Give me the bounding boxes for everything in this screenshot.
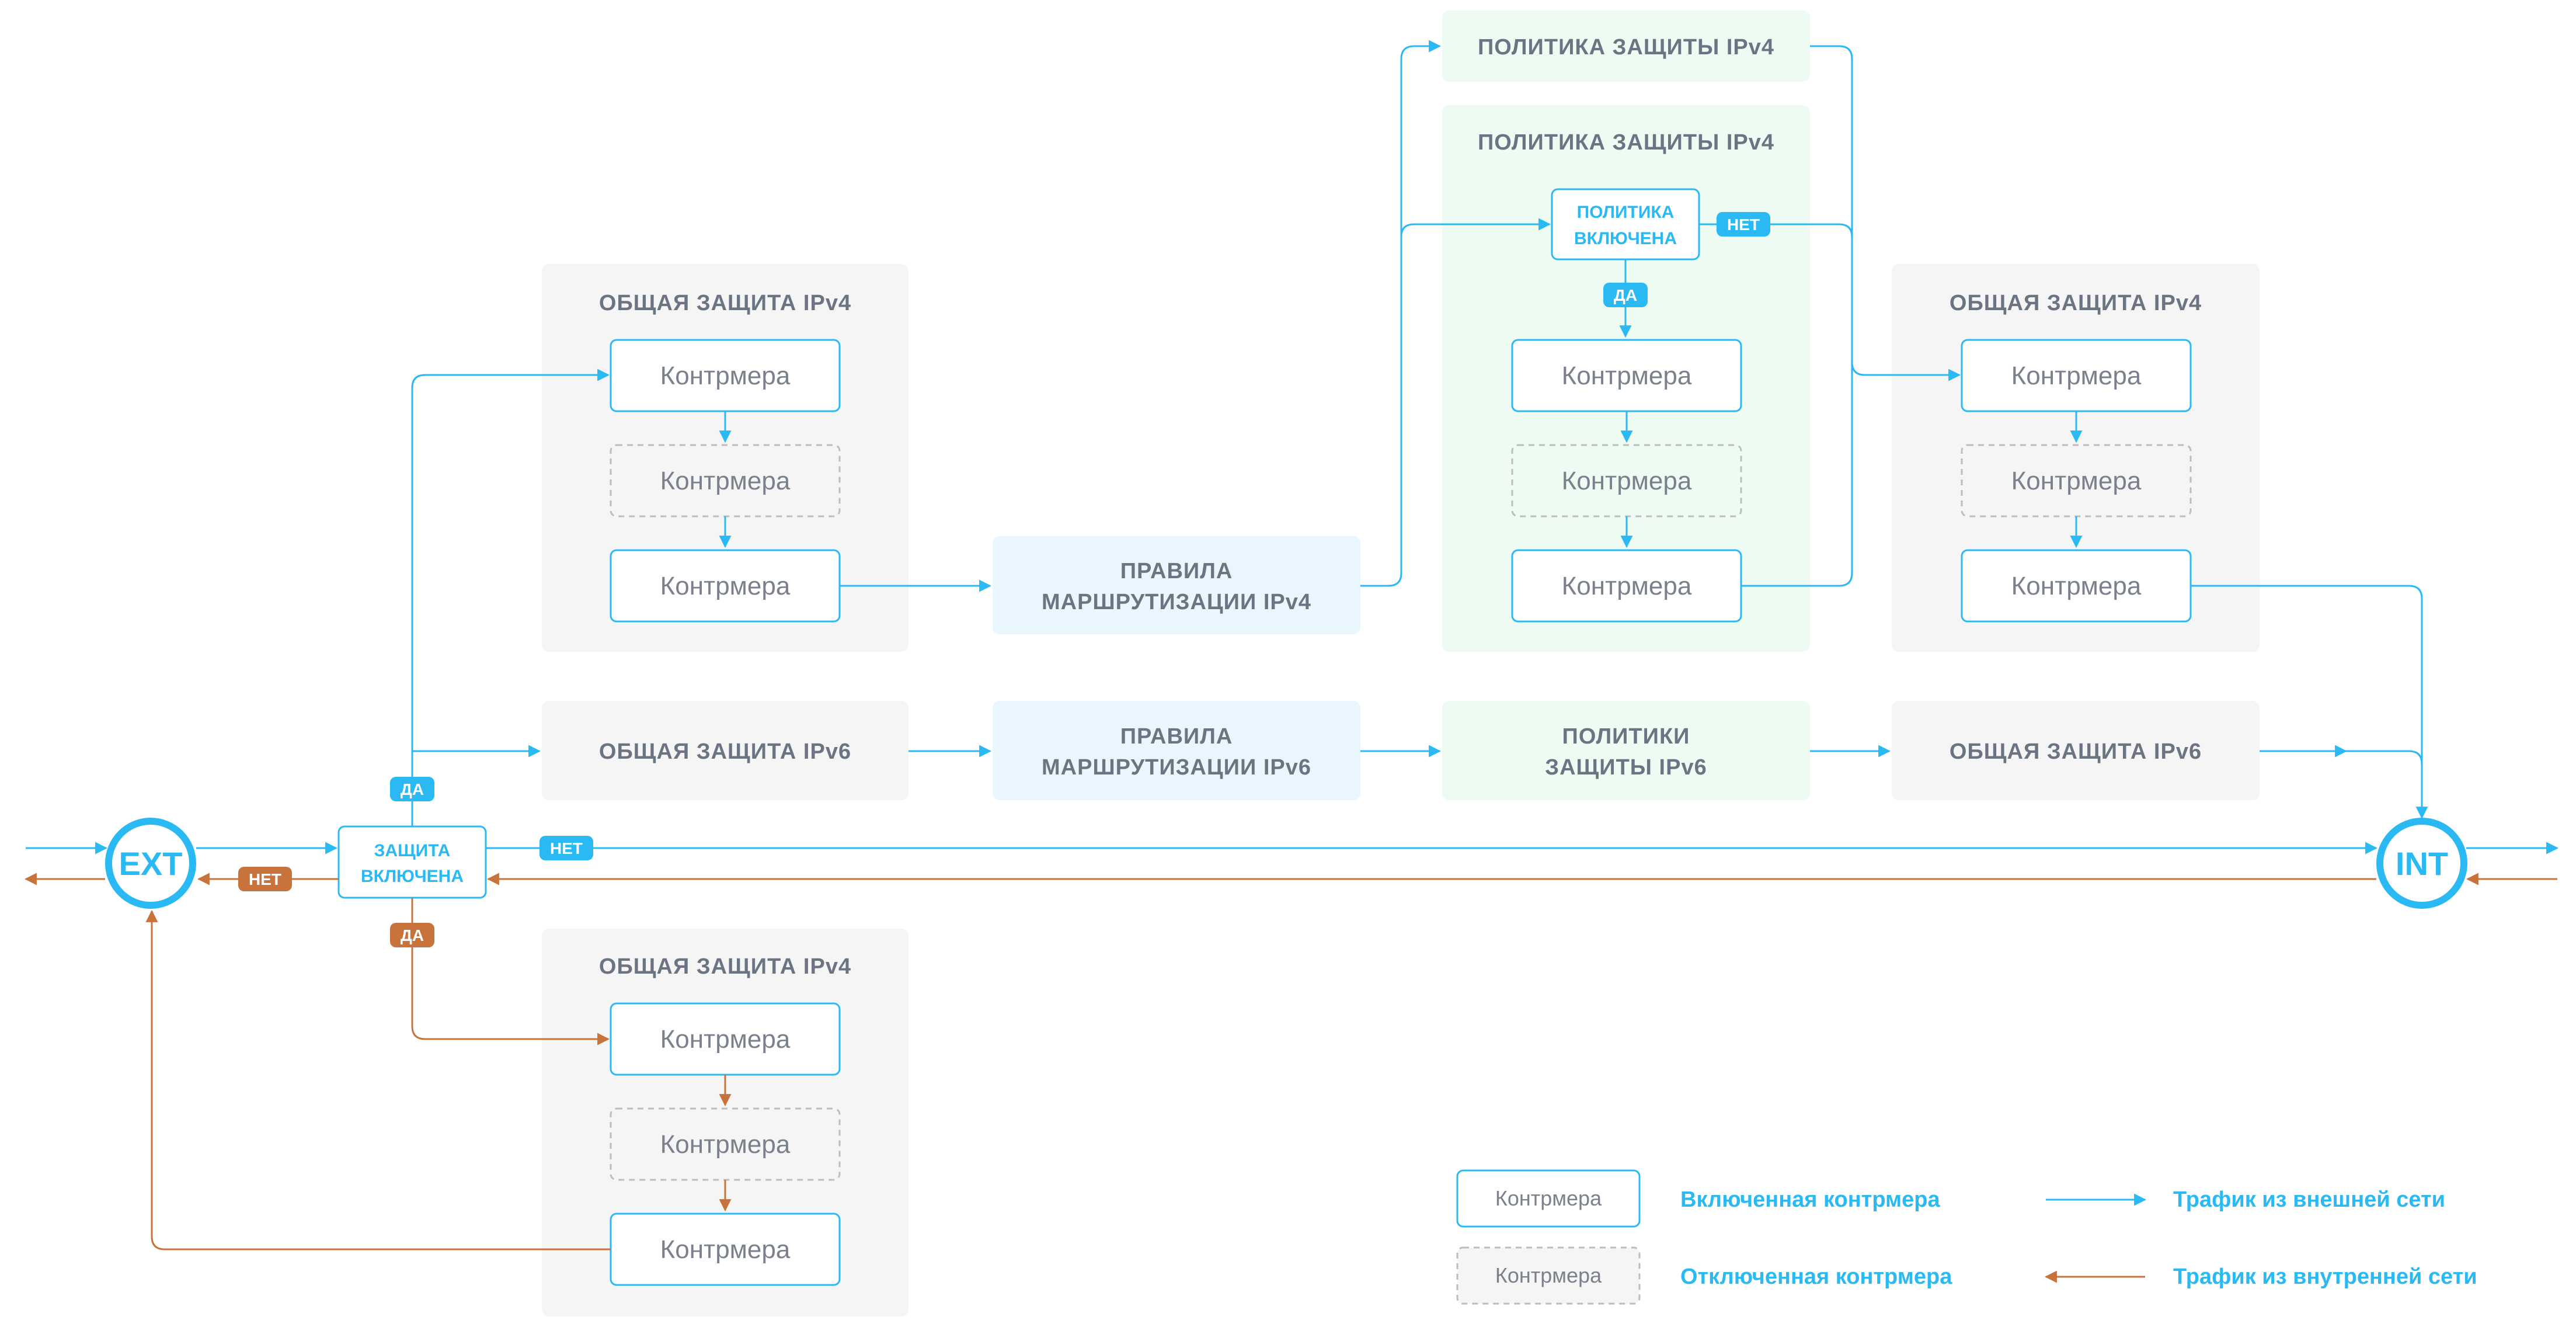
countermeasure-label: Контрмера <box>1562 467 1692 495</box>
legend-external-label: Трафик из внешней сети <box>2173 1187 2445 1212</box>
flow-merge-to-right <box>1851 362 1961 381</box>
legend-enabled-swatch-text: Контрмера <box>1495 1186 1602 1210</box>
int-node[interactable] <box>2376 818 2467 909</box>
flow-bottom-to-ext-orange <box>145 909 611 1250</box>
protection-enabled-line1: ЗАЩИТА <box>374 841 451 860</box>
title-routing-ipv6-line1: ПРАВИЛА <box>1120 724 1233 749</box>
countermeasure-label: Контрмера <box>1562 362 1692 390</box>
title-general-ipv4-top-left: ОБЩАЯ ЗАЩИТА IPv4 <box>599 291 851 315</box>
policy-enabled-line2: ВКЛЮЧЕНА <box>1574 229 1677 248</box>
legend-disabled-swatch-text: Контрмера <box>1495 1263 1602 1287</box>
title-policies-ipv6-line2: ЗАЩИТЫ IPv6 <box>1545 755 1707 780</box>
policy-enabled-line1: ПОЛИТИКА <box>1577 203 1675 222</box>
title-routing-ipv6-line2: МАРШРУТИЗАЦИИ IPv6 <box>1042 755 1311 780</box>
ext-node-label: EXT <box>119 845 183 882</box>
panel-routing-ipv4 <box>993 536 1360 634</box>
title-routing-ipv4-line1: ПРАВИЛА <box>1120 559 1233 583</box>
int-node-label: INT <box>2396 845 2448 882</box>
countermeasure-label: Контрмера <box>1562 572 1692 600</box>
flow-routing4-to-policy-switch <box>1400 218 1551 237</box>
flow-policy-no-merge <box>1798 223 1853 238</box>
flow-policy-merge <box>1741 45 1853 587</box>
legend: Контрмера Включенная контрмера Контрмера… <box>1456 1169 2477 1305</box>
countermeasure-label: Контрмера <box>660 572 791 600</box>
policy-enabled-switch[interactable] <box>1551 188 1700 260</box>
countermeasure-label: Контрмера <box>2011 362 2142 390</box>
badge-yes-top-text: ДА <box>401 780 424 798</box>
internal-traffic-flows <box>24 873 2557 1250</box>
countermeasure-label: Контрмера <box>660 362 791 390</box>
title-general-ipv6-left: ОБЩАЯ ЗАЩИТА IPv6 <box>599 739 851 764</box>
legend-disabled-label: Отключенная контрмера <box>1680 1265 1952 1289</box>
title-policy-ipv4-main: ПОЛИТИКА ЗАЩИТЫ IPv4 <box>1478 130 1774 155</box>
badge-no-blue-text: НЕТ <box>550 839 583 857</box>
panel-general-ipv6-left <box>542 701 908 800</box>
title-general-ipv4-right: ОБЩАЯ ЗАЩИТА IPv4 <box>1950 291 2202 315</box>
flow-routing4-branch <box>1360 40 1442 587</box>
title-policy-ipv4-top: ПОЛИТИКА ЗАЩИТЫ IPv4 <box>1478 35 1774 60</box>
countermeasure-label: Контрмера <box>660 1025 791 1054</box>
countermeasure-label: Контрмера <box>2011 467 2142 495</box>
legend-enabled-swatch <box>1456 1169 1641 1228</box>
ext-node[interactable] <box>105 818 196 909</box>
badge-yes-orange-text: ДА <box>401 926 424 944</box>
countermeasure-label: Контрмера <box>660 1235 791 1264</box>
legend-enabled-label: Включенная контрмера <box>1680 1187 1940 1212</box>
countermeasure-label: Контрмера <box>2011 572 2142 600</box>
badge-no-blue <box>539 836 593 860</box>
panel-general-ipv6-right <box>1892 701 2260 800</box>
flow-right-to-int <box>2191 585 2428 819</box>
title-policies-ipv6-line1: ПОЛИТИКИ <box>1562 724 1690 749</box>
flow-switch-yes-up <box>411 369 610 826</box>
badge-policy-yes <box>1603 283 1648 307</box>
protection-enabled-switch[interactable] <box>337 825 487 899</box>
title-general-ipv4-bottom: ОБЩАЯ ЗАЩИТА IPv4 <box>599 954 851 979</box>
legend-disabled-swatch <box>1456 1246 1641 1305</box>
badge-yes-top <box>390 777 434 801</box>
title-routing-ipv4-line2: МАРШРУТИЗАЦИИ IPv4 <box>1042 590 1311 614</box>
badge-yes-orange <box>390 923 434 947</box>
legend-internal-label: Трафик из внутренней сети <box>2173 1265 2477 1289</box>
title-general-ipv6-right: ОБЩАЯ ЗАЩИТА IPv6 <box>1950 739 2202 764</box>
countermeasure-label: Контрмера <box>660 1130 791 1159</box>
countermeasure-label: Контрмера <box>660 467 791 495</box>
flow-general6-join <box>2346 750 2423 765</box>
badge-no-orange <box>238 867 292 891</box>
panel-routing-ipv6 <box>993 701 1360 800</box>
badge-policy-yes-text: ДА <box>1614 286 1637 304</box>
badge-no-orange-text: НЕТ <box>249 870 281 888</box>
badge-policy-no-text: НЕТ <box>1727 216 1760 234</box>
panel-policies-ipv6 <box>1442 701 1810 800</box>
badge-policy-no <box>1717 212 1770 237</box>
protection-enabled-line2: ВКЛЮЧЕНА <box>361 867 464 886</box>
panel-policy-ipv4-top <box>1442 11 1810 82</box>
external-traffic-flows <box>26 40 2559 854</box>
flow-switch-yes-down-orange <box>411 898 610 1045</box>
